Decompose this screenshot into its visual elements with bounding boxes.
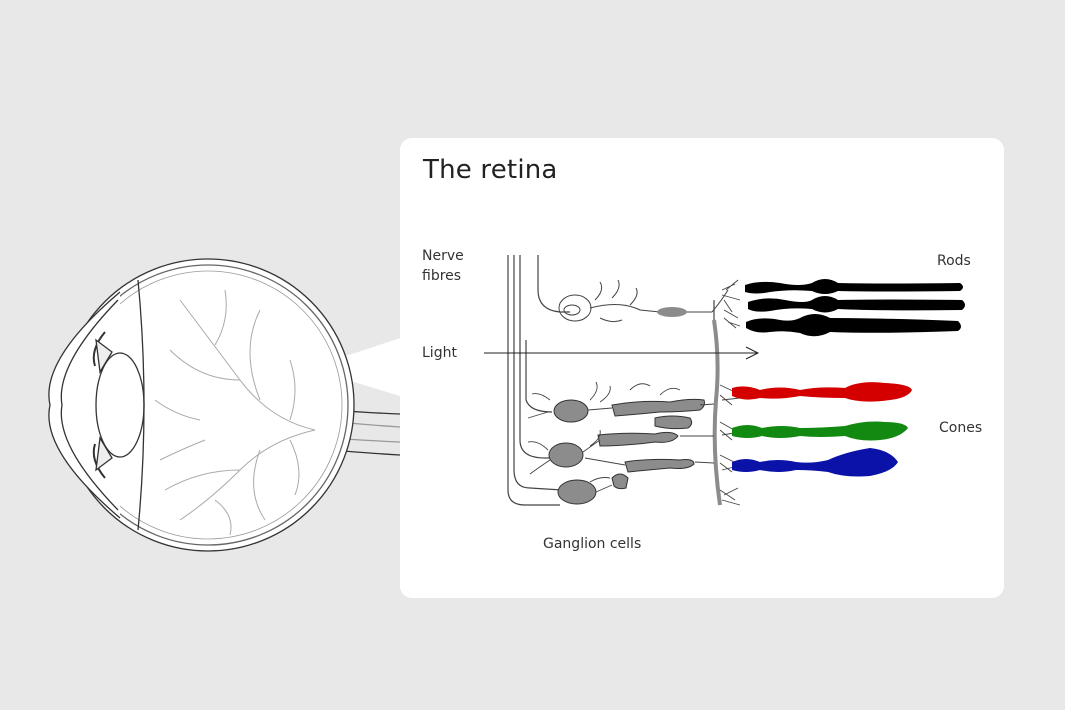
zoom-wedge: [331, 338, 400, 396]
top-interneuron: [558, 279, 729, 323]
light-label: Light: [422, 345, 457, 361]
ganglion-cells-label: Ganglion cells: [543, 536, 642, 552]
eye-cross-section-illustration: [48, 258, 401, 552]
cone-green: [732, 421, 908, 441]
nerve-fibres-label: Nerve fibres: [422, 246, 482, 286]
horizontal-cell: [657, 307, 687, 317]
nerve-fibres-label-line1: Nerve: [422, 248, 464, 264]
cones-label: Cones: [939, 420, 983, 436]
ganglion-dendrites: [527, 381, 715, 493]
nerve-fibres: [507, 255, 570, 506]
nerve-fibres-label-line2: fibres: [422, 268, 462, 284]
outer-limiting-membrane: [712, 319, 722, 506]
retina-panel: [400, 138, 1004, 598]
bipolar-cells: [597, 398, 705, 490]
receptor-synapses: [719, 279, 741, 506]
panel-title: The retina: [423, 155, 558, 185]
rods-label: Rods: [937, 253, 971, 269]
rods: [745, 279, 965, 337]
light-arrow: [484, 346, 760, 360]
cone-blue: [732, 448, 898, 477]
cone-red: [732, 382, 912, 402]
ganglion-cells: [548, 399, 597, 505]
